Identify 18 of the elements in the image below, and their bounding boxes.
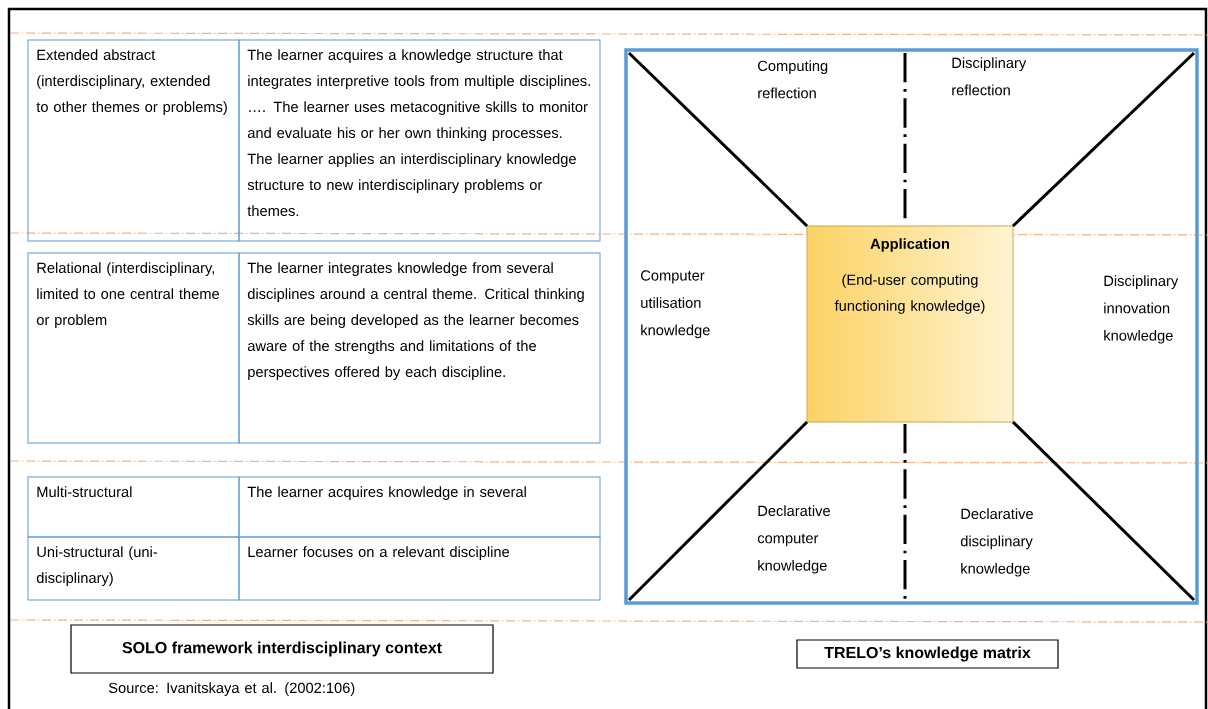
table-cell: Extended abstract (interdisciplinary, extended to other themes or problems) — [27, 39, 240, 242]
quadrant-label: Disciplinary reflection — [952, 57, 1027, 96]
caption-box: SOLO framework interdisciplinary context — [70, 624, 494, 674]
caption-box: TRELO’s knowledge matrix — [796, 639, 1059, 669]
table-cell: Learner focuses on a relevant discipline — [238, 536, 601, 601]
quadrant-label: Disciplinary innovation knowledge — [1104, 275, 1179, 344]
quadrant-label: Declarative disciplinary knowledge — [960, 508, 1033, 577]
table-cell: The learner acquires a knowledge structure that integrates interpretive tools from multiple disciplines. …. The learner uses metacognitive skills to monitor and evaluate his or her own thinking processes. The learner applies an interdisciplinary knowledge structure to new interdisciplinary problems or themes. — [238, 39, 601, 242]
table-cell: Multi-structural — [27, 476, 240, 538]
table-cell: The learner acquires knowledge in several — [238, 476, 601, 538]
table-cell: The learner integrates knowledge from several disciplines around a central theme. Critical thinking skills are being developed as the learner becomes aware of the strengths and limitations of the perspectives offered by each discipline. — [238, 252, 601, 444]
quadrant-label: Declarative computer knowledge — [757, 505, 830, 574]
quadrant-label: Computing reflection — [758, 60, 828, 99]
table-cell: Relational (interdisciplinary, limited to one central theme or problem — [27, 252, 240, 444]
quadrant-label: Computer utilisation knowledge — [641, 270, 710, 339]
table-cell: Uni-structural (uni-disciplinary) — [27, 536, 240, 601]
application-box: Application (End-user computing functioning knowledge) — [806, 225, 1014, 423]
matrix-frame — [624, 48, 1199, 605]
